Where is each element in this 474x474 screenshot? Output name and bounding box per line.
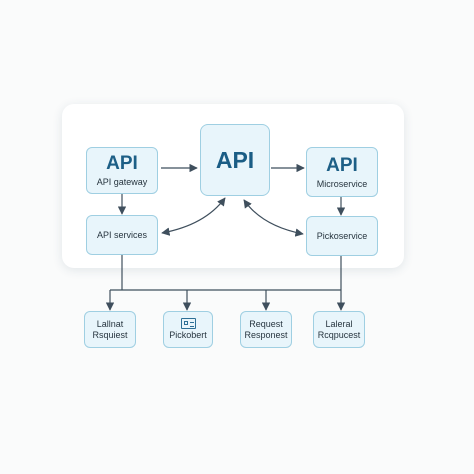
api-center-node[interactable]: API <box>200 124 270 196</box>
microservice-subtitle: Microservice <box>316 178 368 189</box>
leaf-2-line-2: Pickobert <box>169 330 207 340</box>
api-gateway-title: API <box>106 153 138 174</box>
arrow-services-center <box>161 197 226 236</box>
api-center-title: API <box>215 146 255 173</box>
form-card-icon <box>180 318 196 329</box>
leaf-node-2[interactable]: Pickobert <box>163 311 213 348</box>
leaf-node-1[interactable]: Lallnat Rsquiest <box>84 311 136 348</box>
arrow-center-picko <box>243 199 304 237</box>
api-services-node[interactable]: API services <box>86 215 158 255</box>
leaf-node-3[interactable]: Request Responest <box>240 311 292 348</box>
leaf-4-line-1: Laleral <box>325 318 353 329</box>
leaf-1-line-1: Lallnat <box>96 318 124 329</box>
api-services-label: API services <box>96 230 147 240</box>
microservice-node[interactable]: API Microservice <box>306 147 378 197</box>
api-gateway-node[interactable]: API API gateway <box>86 147 158 194</box>
leaf-4-line-2: Rcqpucest <box>317 329 361 340</box>
api-gateway-subtitle: API gateway <box>96 177 148 187</box>
pickoservice-label: Pickoservice <box>316 231 368 241</box>
leaf-3-line-1: Request <box>249 318 283 329</box>
leaf-1-line-2: Rsquiest <box>92 329 128 340</box>
pickoservice-node[interactable]: Pickoservice <box>306 216 378 256</box>
microservice-title: API <box>326 154 358 176</box>
leaf-3-line-2: Responest <box>244 329 288 340</box>
leaf-node-4[interactable]: Laleral Rcqpucest <box>313 311 365 348</box>
